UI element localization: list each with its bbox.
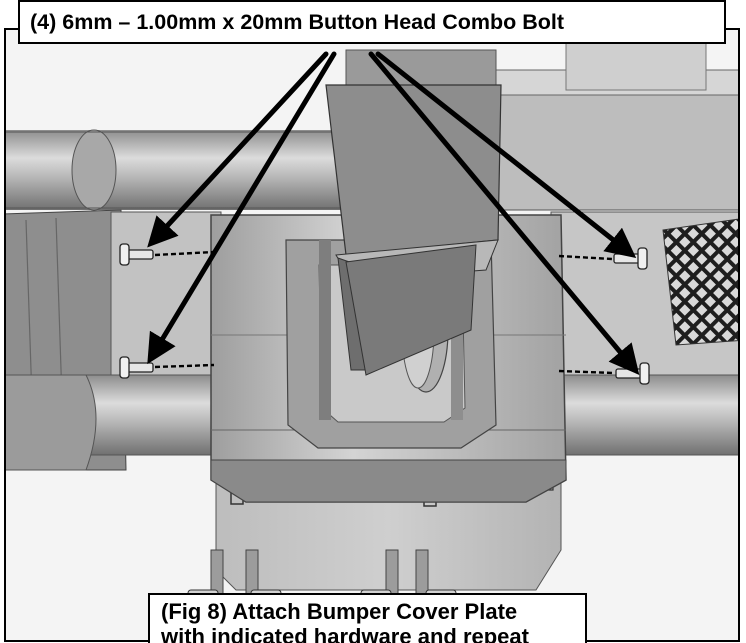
lower-left-tube bbox=[6, 374, 232, 471]
bumper-assembly-illustration bbox=[6, 39, 738, 640]
figure-caption-line-2: with indicated hardware and repeat bbox=[161, 623, 529, 643]
leader-arrow-lower-right bbox=[368, 51, 640, 375]
hardware-callout-box: (4) 6mm – 1.00mm x 20mm Button Head Comb… bbox=[18, 0, 726, 44]
upper-bracket bbox=[325, 84, 502, 376]
bolt-upper-left bbox=[119, 243, 215, 266]
lower-right-tube bbox=[550, 374, 738, 456]
leader-arrow-upper-left bbox=[147, 51, 329, 248]
figure-caption-box: (Fig 8) Attach Bumper Cover Plate with i… bbox=[148, 593, 587, 643]
figure-frame bbox=[4, 28, 740, 642]
hardware-callout-text: (4) 6mm – 1.00mm x 20mm Button Head Comb… bbox=[30, 10, 565, 34]
figure-caption-line-1: (Fig 8) Attach Bumper Cover Plate bbox=[161, 599, 518, 624]
leader-arrow-upper-right bbox=[375, 51, 637, 259]
leader-arrow-lower-left bbox=[147, 51, 337, 365]
bolt-lower-left bbox=[119, 356, 215, 379]
leader-arrows bbox=[147, 51, 640, 375]
grille-mesh bbox=[662, 218, 738, 346]
upper-left-tube bbox=[6, 129, 361, 211]
